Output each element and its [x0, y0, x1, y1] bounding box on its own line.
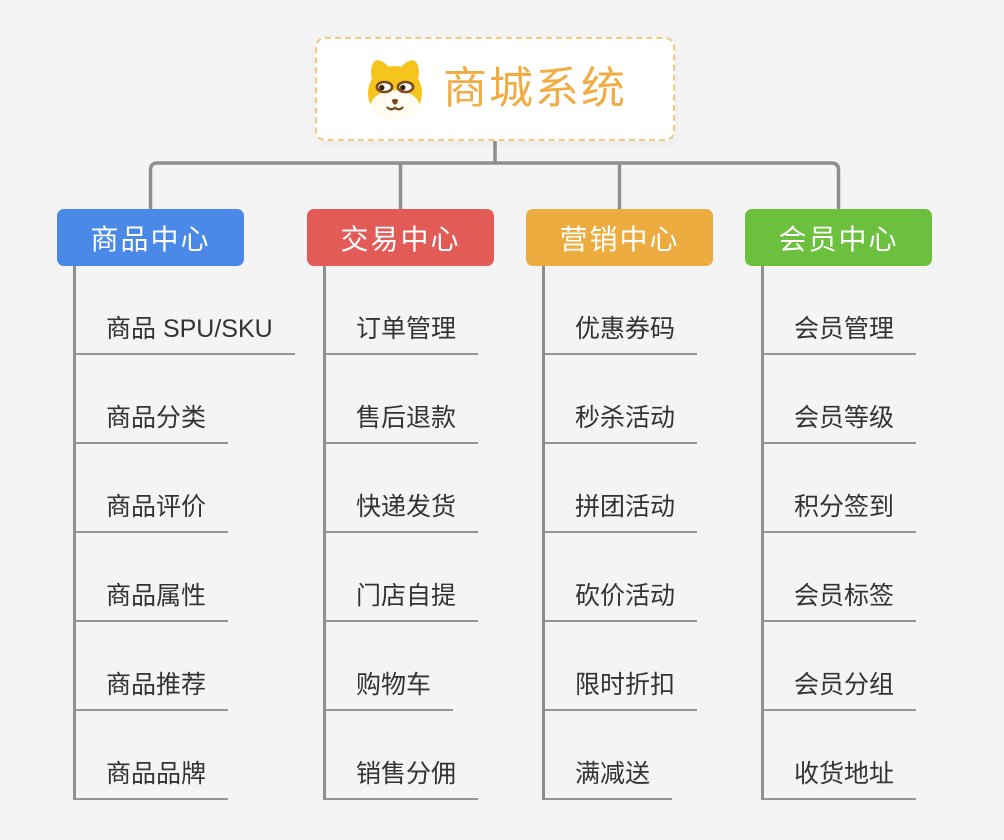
leaf-node[interactable]: 拼团活动 — [545, 495, 698, 533]
leaf-node[interactable]: 商品分类 — [76, 406, 229, 444]
leaf-node[interactable]: 优惠券码 — [545, 317, 698, 355]
leaf-row: 销售分佣 — [326, 711, 533, 800]
leaf-row: 商品分类 — [76, 355, 283, 444]
leaf-row: 积分签到 — [764, 444, 971, 533]
leaf-row: 收货地址 — [764, 711, 971, 800]
leaf-node[interactable]: 会员管理 — [764, 317, 917, 355]
leaf-row: 商品评价 — [76, 444, 283, 533]
leaf-node[interactable]: 门店自提 — [326, 584, 479, 622]
leaf-row: 门店自提 — [326, 533, 533, 622]
leaf-row: 会员分组 — [764, 622, 971, 711]
root-node-mall-system[interactable]: 商城系统 — [315, 37, 675, 141]
leaf-node[interactable]: 订单管理 — [326, 317, 479, 355]
branch-header-trade-center[interactable]: 交易中心 — [307, 209, 494, 266]
leaf-node[interactable]: 收货地址 — [764, 762, 917, 800]
leaf-row: 购物车 — [326, 622, 533, 711]
leaf-node[interactable]: 商品 SPU/SKU — [76, 317, 295, 355]
leaf-row: 限时折扣 — [545, 622, 752, 711]
branch-header-marketing-center[interactable]: 营销中心 — [526, 209, 713, 266]
leaf-row: 快递发货 — [326, 444, 533, 533]
leaf-node[interactable]: 销售分佣 — [326, 762, 479, 800]
leaf-node[interactable]: 限时折扣 — [545, 673, 698, 711]
leaf-row: 秒杀活动 — [545, 355, 752, 444]
branch-label: 会员中心 — [778, 223, 899, 255]
branch-header-product-center[interactable]: 商品中心 — [57, 209, 244, 266]
leaf-row: 满减送 — [545, 711, 752, 800]
leaf-node[interactable]: 快递发货 — [326, 495, 479, 533]
leaf-node[interactable]: 满减送 — [545, 762, 673, 800]
leaf-row: 商品 SPU/SKU — [76, 266, 295, 355]
root-title: 商城系统 — [443, 64, 627, 113]
branch-member-center: 会员中心 会员管理 会员等级 积分签到 会员标签 会员分组 收货地址 — [745, 209, 975, 800]
leaf-node[interactable]: 商品推荐 — [76, 673, 229, 711]
leaf-node[interactable]: 商品属性 — [76, 584, 229, 622]
leaf-node[interactable]: 秒杀活动 — [545, 406, 698, 444]
branch-label: 营销中心 — [559, 223, 680, 255]
leaf-row: 会员标签 — [764, 533, 971, 622]
leaf-row: 优惠券码 — [545, 266, 752, 355]
leaf-node[interactable]: 会员分组 — [764, 673, 917, 711]
leaf-node[interactable]: 商品评价 — [76, 495, 229, 533]
leaf-list-marketing: 优惠券码 秒杀活动 拼团活动 砍价活动 限时折扣 满减送 — [542, 266, 752, 800]
leaf-row: 会员等级 — [764, 355, 971, 444]
shiba-dog-icon — [368, 60, 422, 120]
branch-product-center: 商品中心 商品 SPU/SKU 商品分类 商品评价 商品属性 商品推荐 商品品牌 — [57, 209, 295, 800]
leaf-node[interactable]: 会员标签 — [764, 584, 917, 622]
leaf-row: 砍价活动 — [545, 533, 752, 622]
leaf-node[interactable]: 商品品牌 — [76, 762, 229, 800]
leaf-list-trade: 订单管理 售后退款 快递发货 门店自提 购物车 销售分佣 — [323, 266, 533, 800]
leaf-node[interactable]: 售后退款 — [326, 406, 479, 444]
leaf-row: 商品推荐 — [76, 622, 283, 711]
branch-label: 商品中心 — [90, 223, 211, 255]
bus-connector — [148, 161, 841, 209]
branch-label: 交易中心 — [340, 223, 461, 255]
branch-trade-center: 交易中心 订单管理 售后退款 快递发货 门店自提 购物车 销售分佣 — [307, 209, 537, 800]
leaf-row: 售后退款 — [326, 355, 533, 444]
leaf-row: 会员管理 — [764, 266, 971, 355]
leaf-list-product: 商品 SPU/SKU 商品分类 商品评价 商品属性 商品推荐 商品品牌 — [73, 266, 295, 800]
leaf-node[interactable]: 积分签到 — [764, 495, 917, 533]
leaf-node[interactable]: 砍价活动 — [545, 584, 698, 622]
leaf-row: 拼团活动 — [545, 444, 752, 533]
leaf-row: 商品品牌 — [76, 711, 283, 800]
branch-marketing-center: 营销中心 优惠券码 秒杀活动 拼团活动 砍价活动 限时折扣 满减送 — [526, 209, 756, 800]
leaf-node[interactable]: 会员等级 — [764, 406, 917, 444]
branch-header-member-center[interactable]: 会员中心 — [745, 209, 932, 266]
leaf-list-member: 会员管理 会员等级 积分签到 会员标签 会员分组 收货地址 — [761, 266, 971, 800]
leaf-row: 订单管理 — [326, 266, 533, 355]
leaf-node[interactable]: 购物车 — [326, 673, 454, 711]
leaf-row: 商品属性 — [76, 533, 283, 622]
